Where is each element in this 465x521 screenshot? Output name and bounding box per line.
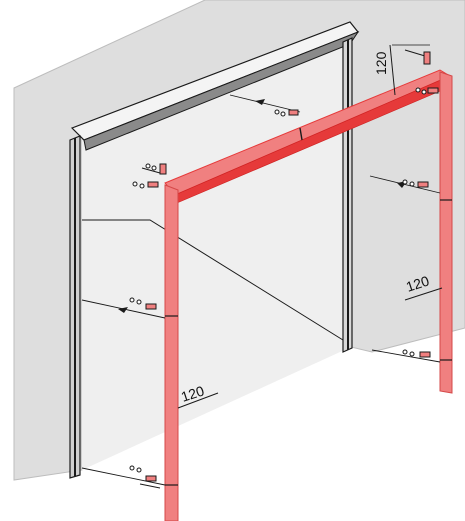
- right-post: [439, 71, 453, 394]
- floor-line: [82, 219, 352, 346]
- dimension-label-left-post: 120: [179, 382, 206, 405]
- left-post: [164, 184, 179, 521]
- dimension-right-post: 120: [404, 272, 443, 301]
- dimension-top-right: 120: [373, 44, 430, 96]
- screw-anchor-icon: [129, 49, 439, 489]
- dimension-label-top-right: 120: [373, 51, 389, 75]
- dimension-left-post: 120: [177, 382, 219, 409]
- dimension-label-right-post: 120: [404, 272, 431, 295]
- top-rail-joint: [299, 127, 303, 141]
